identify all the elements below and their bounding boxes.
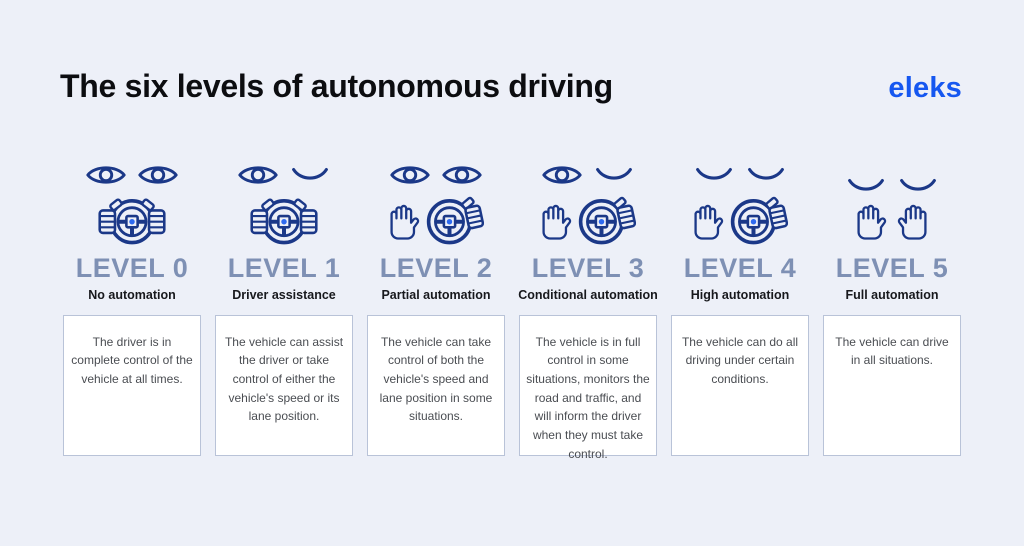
level-description: The vehicle can do all driving under cer… <box>681 334 799 386</box>
level-label: LEVEL 1 <box>227 253 341 283</box>
eye-closed-icon <box>596 168 632 180</box>
steering-wheel-one-hand-icon <box>426 196 484 245</box>
control-row <box>250 192 318 245</box>
eye-closed-icon <box>848 179 884 191</box>
level-subtitle: Conditional automation <box>518 288 658 302</box>
level-column: LEVEL 2 Partial automation The vehicle c… <box>360 159 512 456</box>
icons-block <box>238 159 330 245</box>
eyes-row <box>86 161 178 189</box>
level-subtitle: Full automation <box>845 288 939 302</box>
level-label: LEVEL 0 <box>75 253 189 283</box>
level-subtitle: Partial automation <box>381 288 491 302</box>
level-subtitle: No automation <box>88 288 176 302</box>
level-column: LEVEL 1 Driver assistance The vehicle ca… <box>208 159 360 456</box>
eye-closed-icon <box>900 179 936 191</box>
level-description-card: The vehicle is in full control in some s… <box>519 314 657 461</box>
level-column: LEVEL 3 Conditional automation The vehic… <box>512 159 664 461</box>
level-label: LEVEL 4 <box>683 253 797 283</box>
level-subtitle: Driver assistance <box>232 288 336 302</box>
level-column: LEVEL 0 No automation The driver is in c… <box>56 159 208 456</box>
eye-open-icon <box>442 166 482 184</box>
level-column: LEVEL 4 High automation The vehicle can … <box>664 159 816 456</box>
level-description: The vehicle can take control of both the… <box>379 334 493 424</box>
level-description-card: The vehicle can drive in all situations. <box>823 314 961 456</box>
icons-block <box>846 159 938 245</box>
eye-open-icon <box>542 166 582 184</box>
eye-closed-icon <box>748 168 784 180</box>
level-description: The driver is in complete control of the… <box>71 334 193 386</box>
icons-block <box>86 159 178 245</box>
level-description: The vehicle can drive in all situations. <box>835 334 949 368</box>
control-row <box>855 203 929 245</box>
steering-wheel-one-hand-icon <box>578 196 636 245</box>
level-description-card: The vehicle can assist the driver or tak… <box>215 314 353 456</box>
eyes-row <box>542 161 634 189</box>
eleks-logo: eleks <box>888 72 962 104</box>
eye-open-icon <box>138 166 178 184</box>
level-column: LEVEL 5 Full automation The vehicle can … <box>816 159 968 456</box>
steering-wheel-two-hands-icon <box>250 198 318 245</box>
eye-closed-icon <box>696 168 732 180</box>
page-title: The six levels of autonomous driving <box>60 68 613 104</box>
eyes-row <box>694 161 786 189</box>
levels-row: LEVEL 0 No automation The driver is in c… <box>0 159 1024 461</box>
steering-wheel-one-hand-icon <box>730 196 788 245</box>
eyes-row <box>390 161 482 189</box>
eye-closed-icon <box>292 168 328 180</box>
eyes-row <box>846 172 938 200</box>
level-description: The vehicle is in full control in some s… <box>526 334 650 461</box>
level-description-card: The driver is in complete control of the… <box>63 314 201 456</box>
header: The six levels of autonomous driving ele… <box>0 0 1024 103</box>
eye-open-icon <box>390 166 430 184</box>
level-subtitle: High automation <box>690 288 790 302</box>
eyes-row <box>238 161 330 189</box>
icons-block <box>692 159 788 245</box>
level-label: LEVEL 3 <box>531 253 645 283</box>
control-row <box>692 192 788 245</box>
control-row <box>540 192 636 245</box>
steering-wheel-two-hands-icon <box>98 198 166 245</box>
palm-icon <box>857 204 887 240</box>
level-description-card: The vehicle can do all driving under cer… <box>671 314 809 456</box>
level-label: LEVEL 5 <box>835 253 949 283</box>
palm-icon <box>694 204 724 240</box>
level-description-card: The vehicle can take control of both the… <box>367 314 505 456</box>
icons-block <box>388 159 484 245</box>
eye-open-icon <box>86 166 126 184</box>
control-row <box>388 192 484 245</box>
icons-block <box>540 159 636 245</box>
level-description: The vehicle can assist the driver or tak… <box>224 334 344 424</box>
eye-open-icon <box>238 166 278 184</box>
control-row <box>98 192 166 245</box>
level-label: LEVEL 2 <box>379 253 493 283</box>
palm-mirrored-icon <box>897 204 927 240</box>
palm-icon <box>390 204 420 240</box>
palm-icon <box>542 204 572 240</box>
